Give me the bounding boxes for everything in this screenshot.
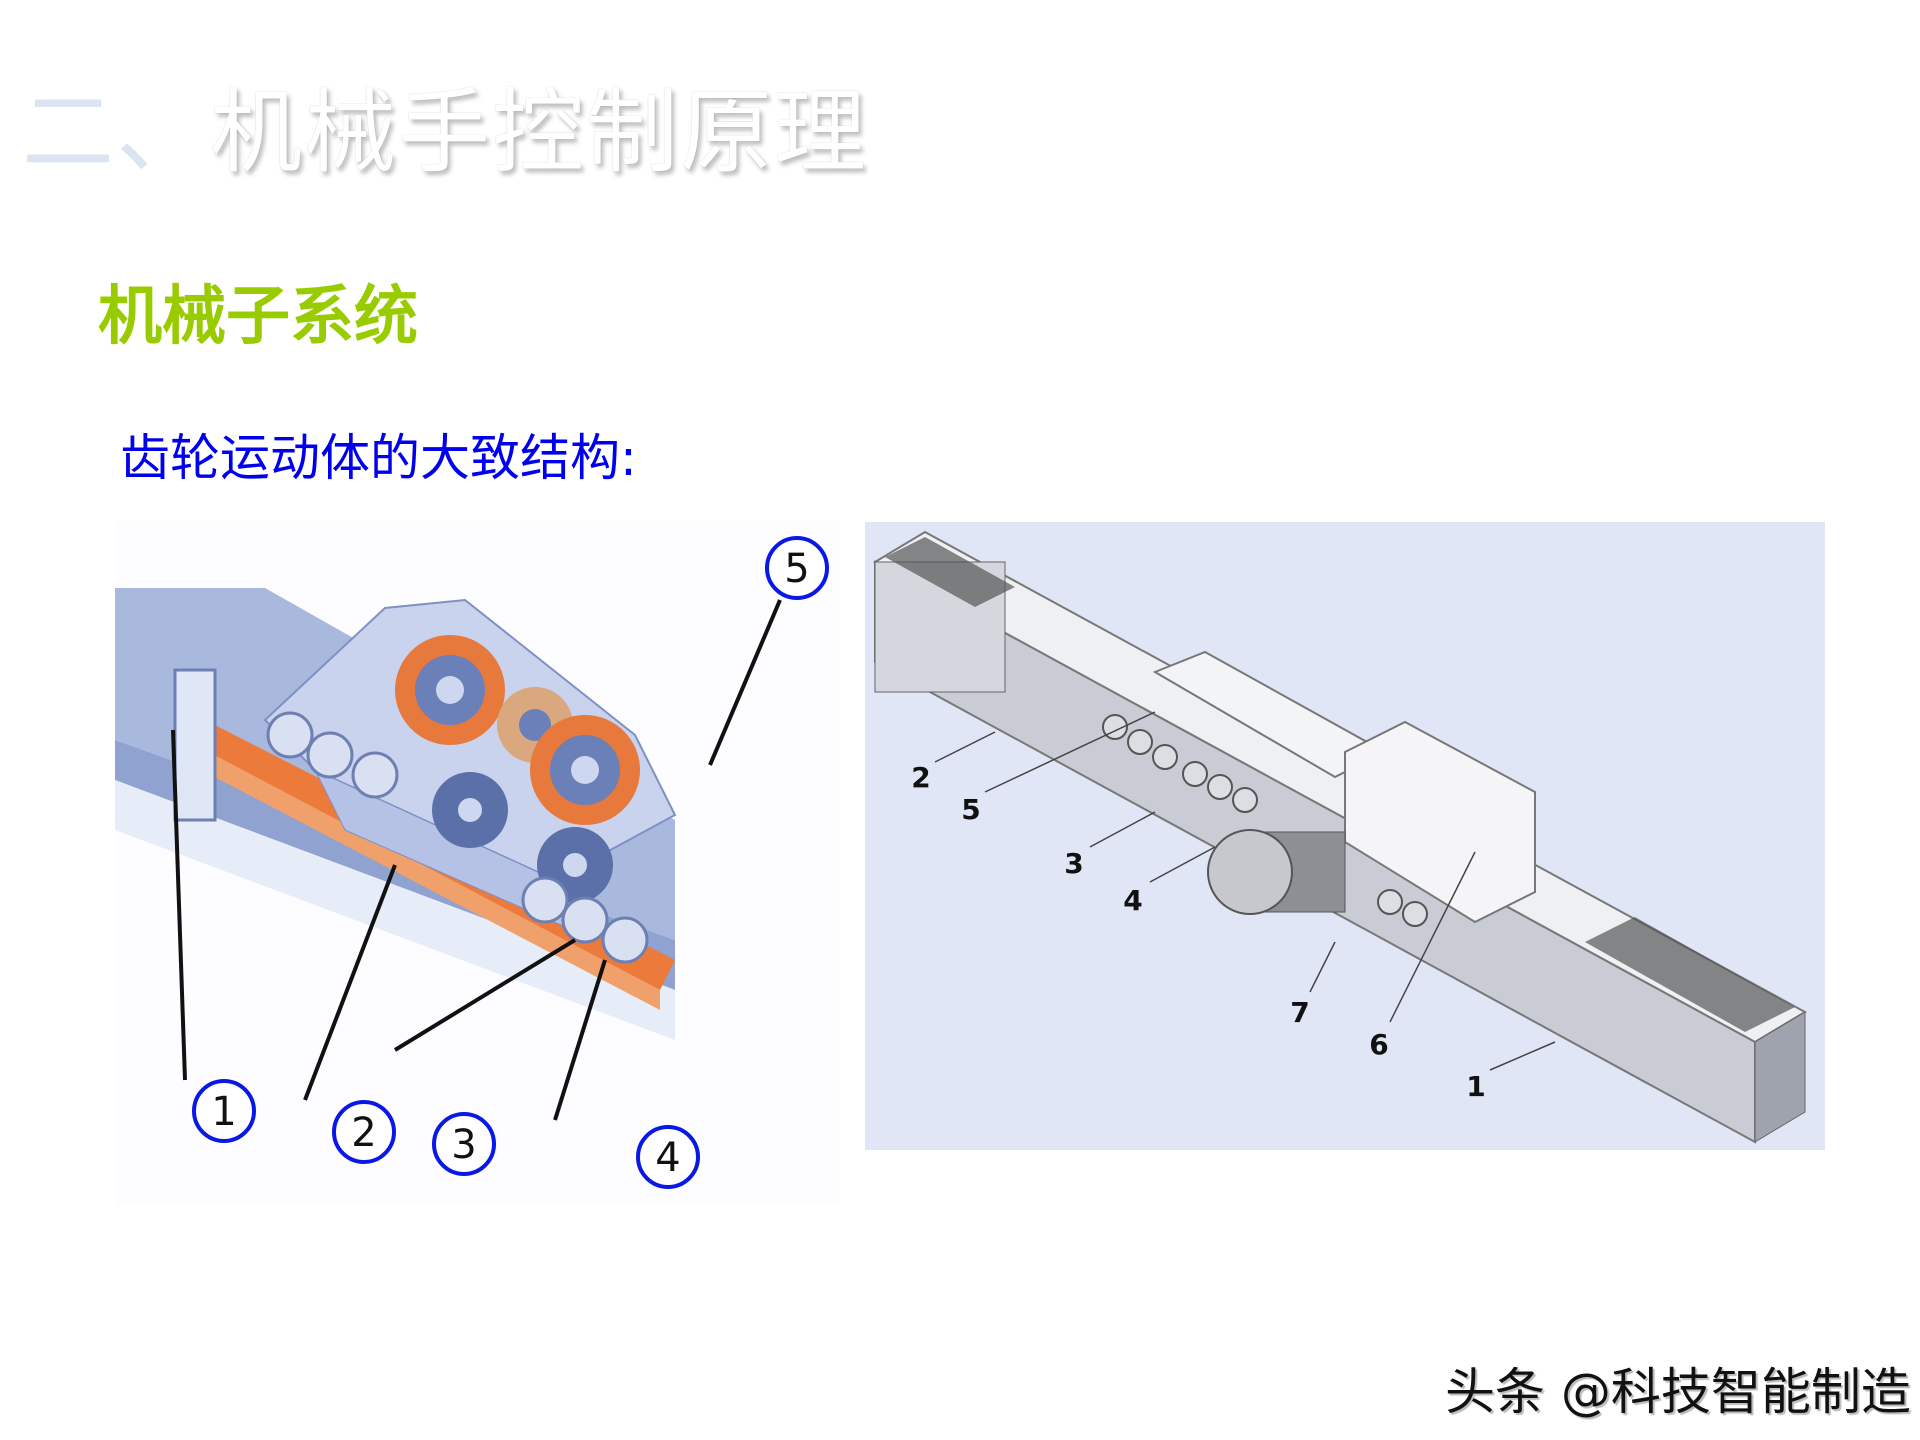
callout-label-6: 6 [1369, 1028, 1388, 1061]
callout-label-3: 3 [451, 1122, 476, 1168]
roller-icon [1102, 714, 1428, 927]
callout-label-5: 5 [961, 793, 980, 826]
callout-2 [332, 1100, 396, 1164]
callout-label-2: 2 [351, 1110, 376, 1156]
callout-label-4: 4 [655, 1135, 680, 1181]
callout-label-1: 1 [1466, 1070, 1485, 1103]
callout-3 [432, 1112, 496, 1176]
callout-5 [765, 536, 829, 600]
watermark: 头条 @科技智能制造 [1445, 1363, 1911, 1421]
slide-title: 二、机械手控制原理 [22, 58, 868, 191]
callout-4 [636, 1125, 700, 1189]
callout-label-7: 7 [1290, 996, 1309, 1029]
callout-label-2: 2 [911, 761, 930, 794]
roller-icon [266, 711, 649, 964]
callout-label-5: 5 [784, 546, 809, 592]
gear-icon [395, 635, 640, 903]
description-text: 齿轮运动体的大致结构: [120, 429, 637, 487]
callout-1 [192, 1079, 256, 1143]
callout-label-3: 3 [1064, 847, 1083, 880]
section-subtitle: 机械子系统 [98, 280, 418, 354]
callout-label-4: 4 [1123, 884, 1142, 917]
callout-label-1: 1 [211, 1089, 236, 1135]
slide-title-text: 机械手控制原理 [210, 79, 869, 186]
linear-axis-diagram: 2 5 3 4 7 6 1 [865, 522, 1825, 1150]
gear-carriage-diagram: 1 2 3 4 5 [115, 520, 840, 1205]
slide-title-number: 二、 [22, 79, 211, 186]
